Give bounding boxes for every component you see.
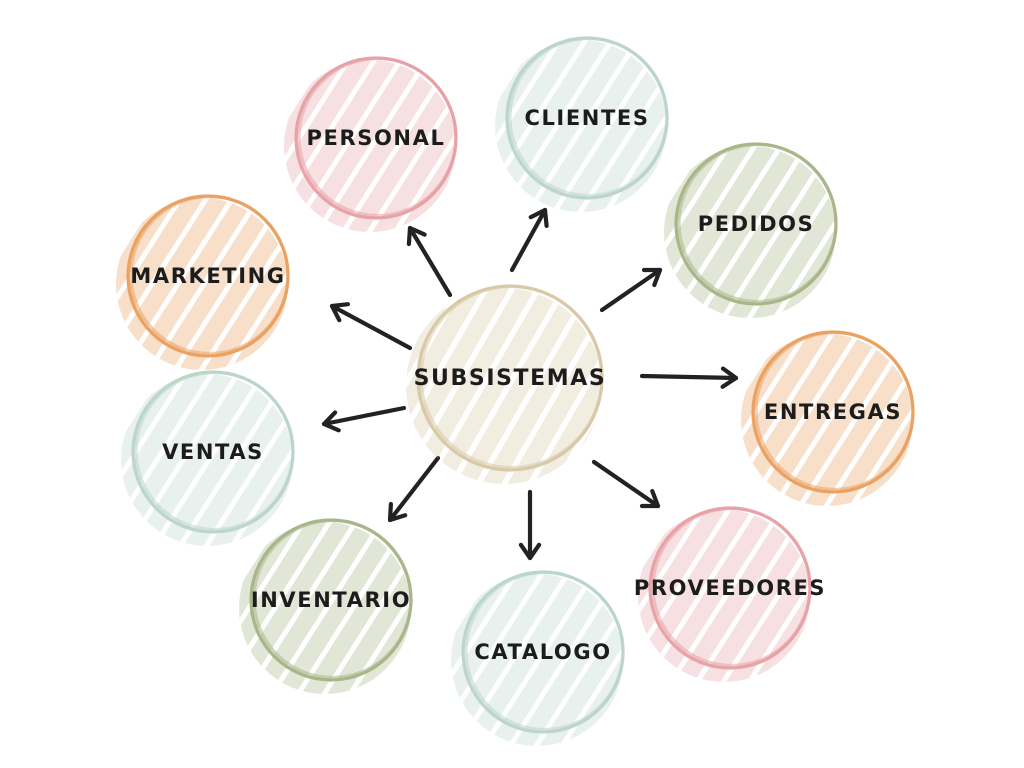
arrow-to-ventas (321, 405, 407, 433)
node-ring-sketch (129, 194, 290, 356)
arrow-head (406, 225, 427, 247)
node-ring-sketch (464, 570, 625, 732)
arrow-to-marketing (329, 302, 413, 351)
arrow-head (329, 302, 350, 323)
scribble-fill (284, 60, 456, 232)
arrow-shaft (407, 225, 453, 298)
arrow-shaft (387, 455, 441, 523)
node-marketing: MARKETING (116, 194, 290, 370)
node-label-entregas: ENTREGAS (764, 400, 902, 424)
node-ring-sketch (677, 142, 838, 304)
arrow-shaft (321, 405, 407, 427)
arrow-to-entregas (639, 366, 739, 389)
node-label-clientes: CLIENTES (524, 106, 649, 130)
center-node: SUBSISTEMAS (406, 284, 607, 484)
node-label-proveedores: PROVEEDORES (634, 576, 826, 600)
node-ring-sketch (508, 36, 669, 198)
node-ring-sketch (419, 284, 604, 470)
arrow-to-proveedores (591, 459, 661, 509)
scribble-fill (638, 510, 810, 682)
node-inventario: INVENTARIO (239, 518, 413, 694)
arrow-head (387, 501, 408, 523)
arrows-layer (321, 207, 739, 561)
arrow-shaft (591, 459, 661, 509)
arrow-head (518, 542, 542, 561)
arrow-head (639, 489, 661, 509)
arrow-to-clientes (509, 207, 549, 273)
arrow-shaft (599, 267, 663, 313)
center-label: SUBSISTEMAS (414, 366, 607, 391)
node-entregas: ENTREGAS (741, 330, 915, 506)
node-label-inventario: INVENTARIO (251, 588, 411, 612)
arrow-shaft (329, 303, 413, 351)
node-label-pedidos: PEDIDOS (698, 212, 815, 236)
node-pedidos: PEDIDOS (664, 142, 838, 318)
scribble-fill (121, 374, 293, 546)
node-ring-sketch (252, 518, 413, 680)
node-ring-sketch (651, 506, 812, 668)
node-label-personal: PERSONAL (307, 126, 446, 150)
node-label-marketing: MARKETING (130, 264, 285, 288)
node-label-ventas: VENTAS (162, 440, 264, 464)
arrow-head (528, 207, 549, 228)
node-label-catalogo: CATALOGO (474, 640, 611, 664)
nodes-layer: PERSONAL CLIENTES PEDIDOS MARKETING ENTREGAS… (116, 36, 915, 746)
node-ring-sketch (297, 56, 458, 218)
node-clientes: CLIENTES (495, 36, 669, 212)
scribble-fill (495, 40, 667, 212)
node-ventas: VENTAS (121, 370, 295, 546)
scribble-fill (664, 146, 836, 318)
scribble-fill (239, 522, 411, 694)
node-personal: PERSONAL (284, 56, 458, 232)
arrow-head (641, 267, 663, 288)
arrow-to-pedidos (599, 267, 663, 313)
arrow-to-personal (406, 225, 453, 298)
node-proveedores: PROVEEDORES (634, 506, 826, 682)
arrow-shaft (509, 207, 548, 273)
node-ring-sketch (134, 370, 295, 532)
scribble-fill (116, 198, 288, 370)
arrow-to-catalogo (518, 489, 542, 561)
node-catalogo: CATALOGO (451, 570, 625, 746)
node-ring-sketch (754, 330, 915, 492)
arrow-head (720, 366, 739, 389)
scribble-fill (451, 574, 623, 746)
scribble-fill (741, 334, 913, 506)
arrow-head (321, 410, 341, 433)
arrow-shaft (639, 373, 739, 381)
arrow-to-inventario (387, 455, 441, 523)
